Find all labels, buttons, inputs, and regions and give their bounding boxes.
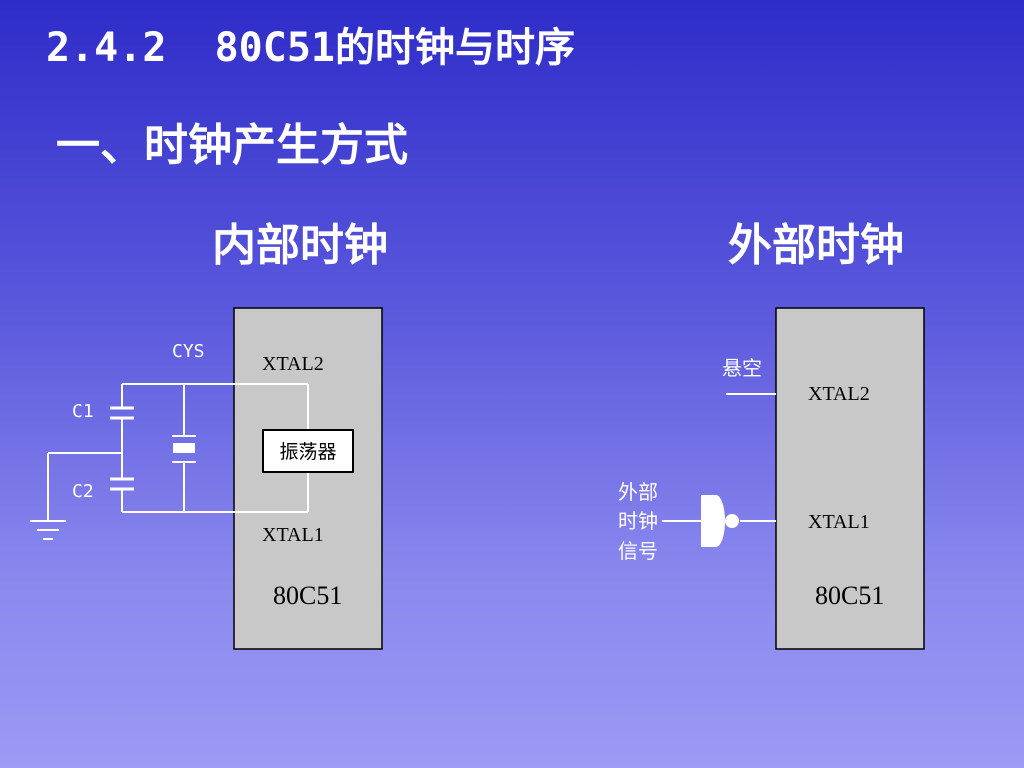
internal-wires bbox=[47, 383, 309, 520]
chip-label-internal: 80C51 bbox=[273, 581, 342, 610]
signal-label-line-2: 时钟 bbox=[618, 509, 658, 533]
clock-buffer-icon bbox=[701, 495, 739, 547]
capacitor-c2 bbox=[110, 477, 134, 491]
section-subtitle: 一、时钟产生方式 bbox=[56, 120, 408, 171]
pin-xtal1-internal: XTAL1 bbox=[262, 524, 324, 546]
oscillator-label: 振荡器 bbox=[279, 441, 336, 463]
external-clock-circuit: 悬空 外部 时钟 信号 XTAL2 XTAL1 80C51 bbox=[618, 307, 925, 650]
ground-icon bbox=[30, 520, 66, 540]
floating-label: 悬空 bbox=[722, 356, 762, 380]
signal-label-line-1: 外部 bbox=[618, 480, 658, 504]
internal-clock-circuit: 振荡器 CYS C1 C2 XTAL2 XTAL1 80C51 bbox=[30, 307, 383, 650]
capacitor-c2-label: C2 bbox=[72, 481, 94, 502]
chip-80c51-external bbox=[775, 307, 925, 650]
capacitor-c1 bbox=[110, 406, 134, 420]
external-wires bbox=[662, 393, 776, 522]
slide-title: 2.4.2 80C51的时钟与时序 bbox=[46, 25, 575, 71]
pin-xtal2-internal: XTAL2 bbox=[262, 353, 324, 375]
pin-xtal1-external: XTAL1 bbox=[808, 511, 870, 533]
crystal-label: CYS bbox=[172, 341, 205, 362]
pin-xtal2-external: XTAL2 bbox=[808, 383, 870, 405]
capacitor-c1-label: C1 bbox=[72, 401, 94, 422]
signal-label-line-3: 信号 bbox=[618, 539, 658, 563]
external-clock-heading: 外部时钟 bbox=[728, 220, 904, 271]
oscillator-box bbox=[262, 429, 354, 473]
crystal-cys bbox=[172, 435, 196, 463]
chip-label-external: 80C51 bbox=[815, 581, 884, 610]
internal-clock-heading: 内部时钟 bbox=[212, 220, 388, 271]
